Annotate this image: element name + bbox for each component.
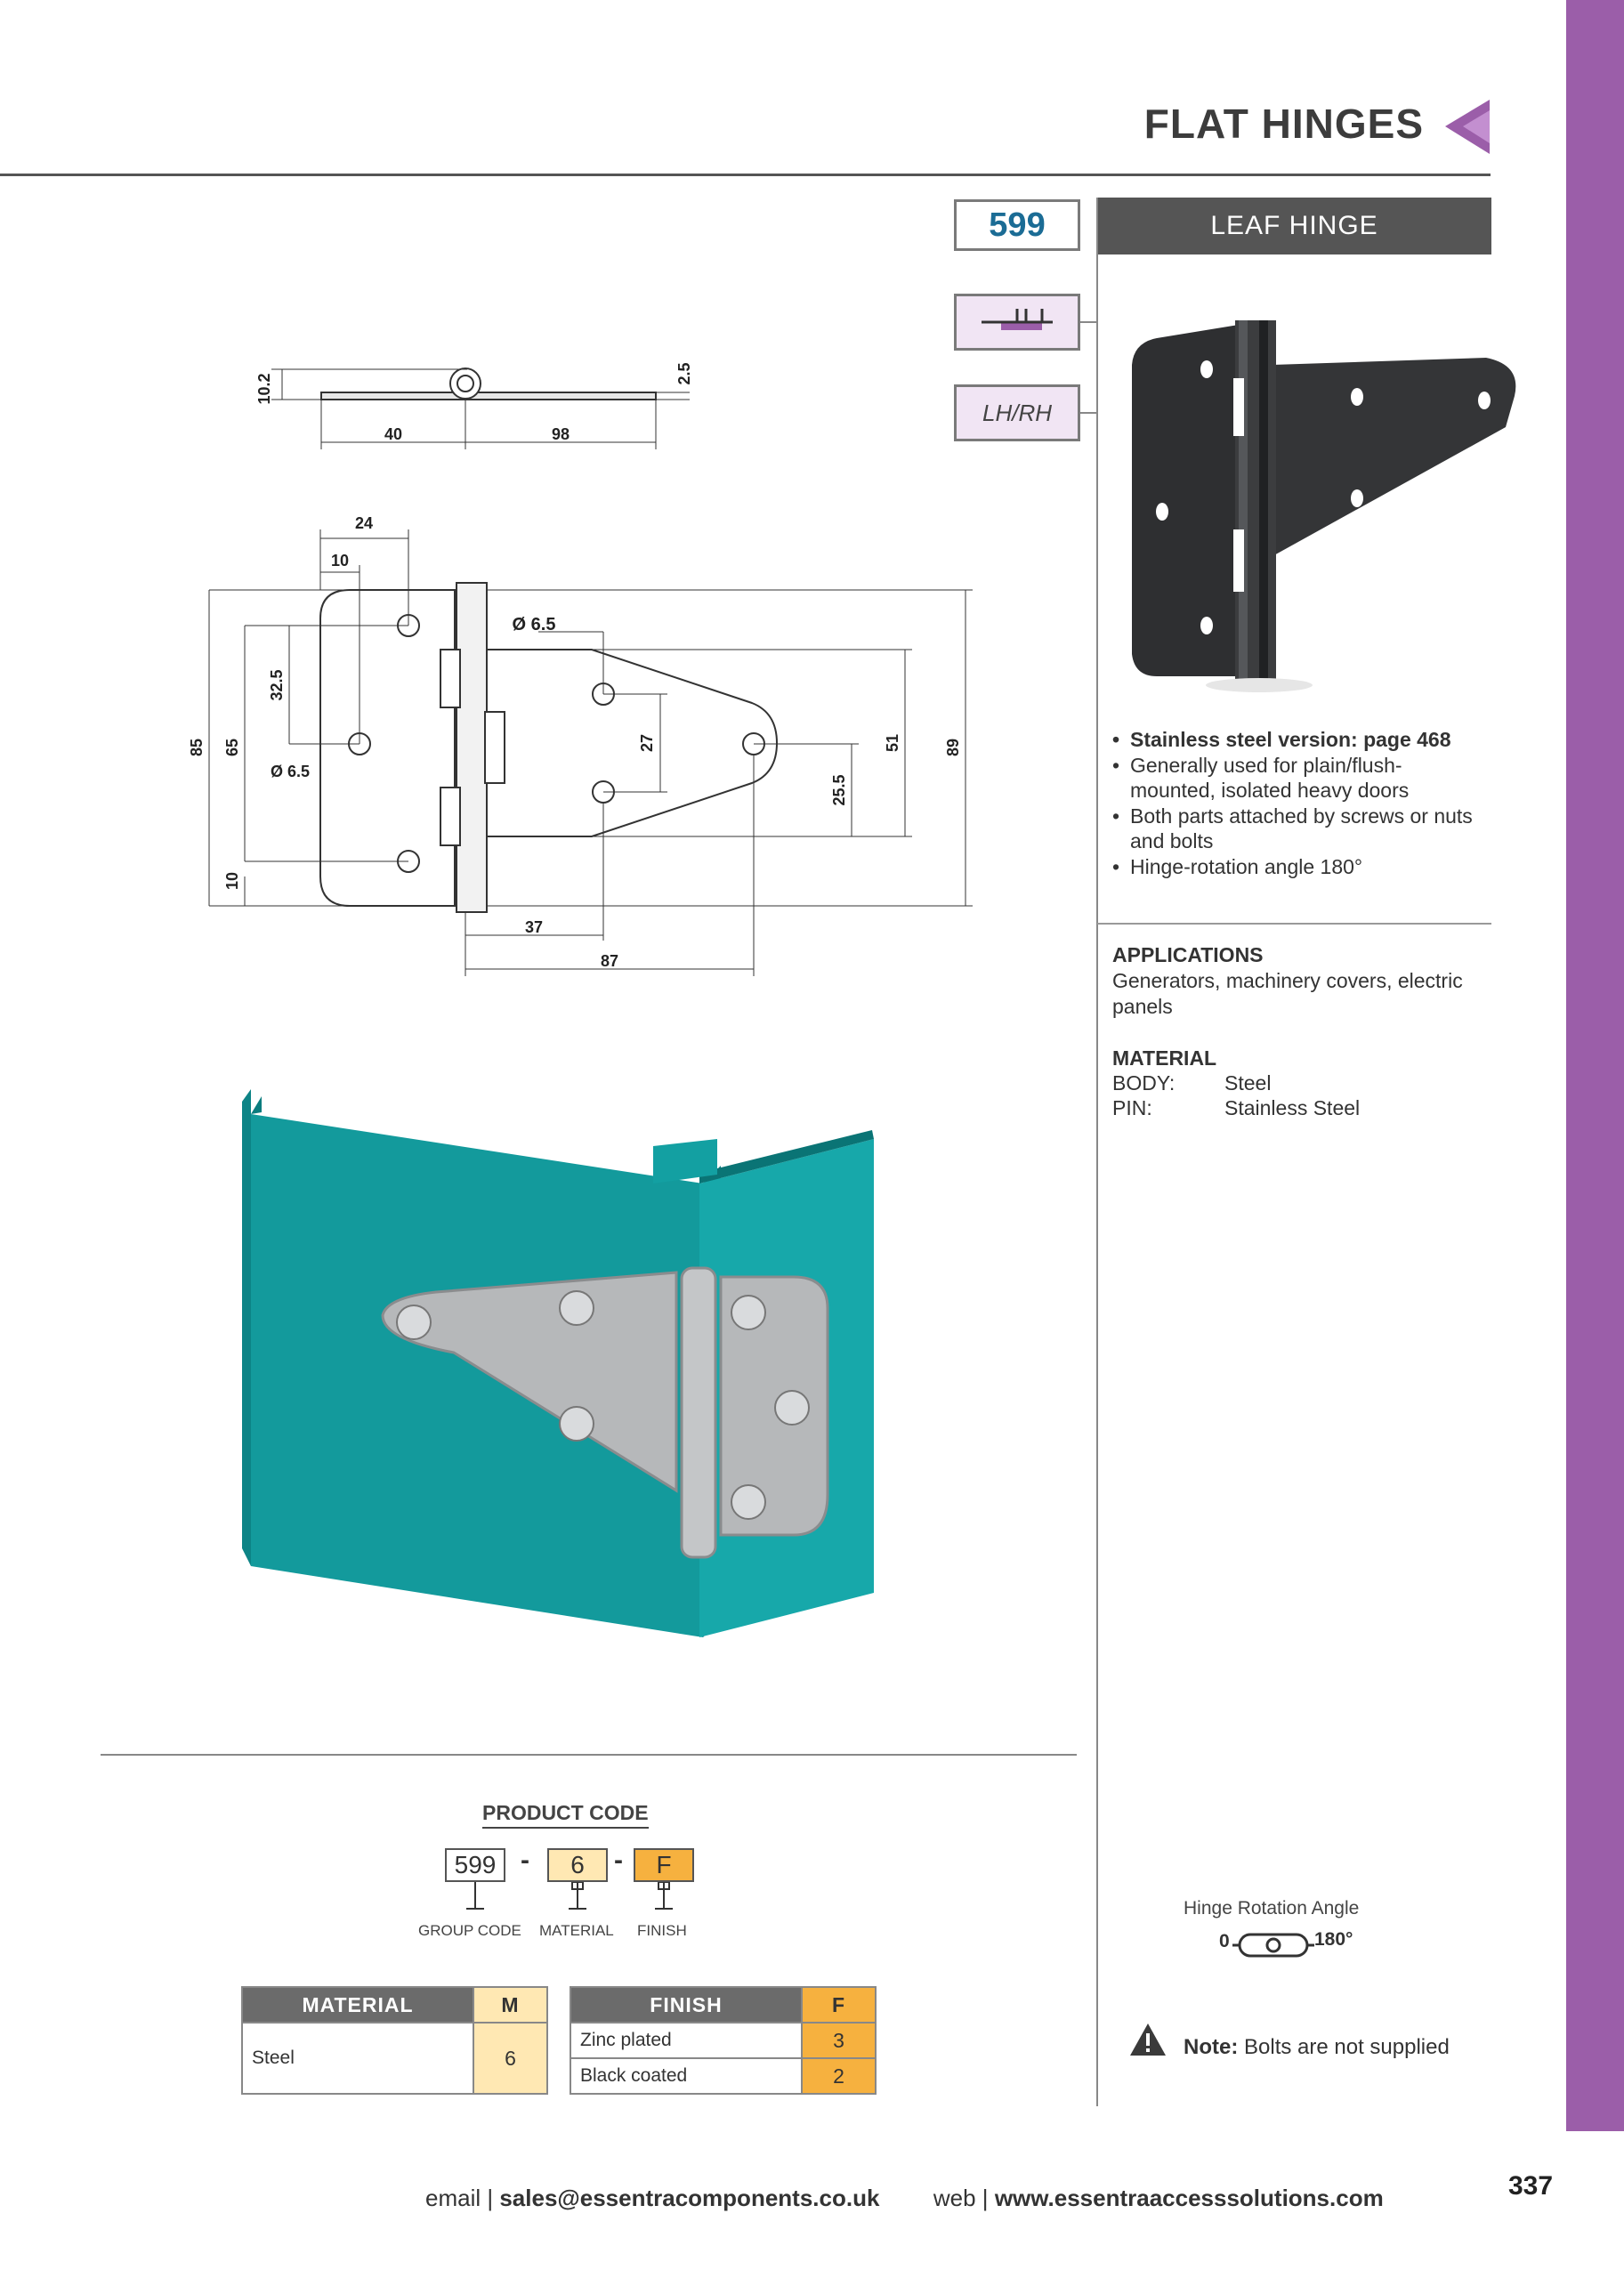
note: Note: Bolts are not supplied	[1184, 2035, 1450, 2060]
product-type-bar: LEAF HINGE	[1097, 198, 1491, 254]
dim-side-thickness: 10.2	[255, 373, 273, 404]
material-table: MATERIAL M Steel 6	[241, 1986, 548, 2095]
group-code-box: 599	[445, 1848, 505, 1882]
rotation-diagram-icon	[1232, 1933, 1314, 1958]
footer: email | sales@essentracomponents.co.uk w…	[425, 2185, 1384, 2212]
dim-32-5: 32.5	[268, 669, 286, 700]
dim-65: 65	[223, 739, 241, 756]
dim-leaf-thickness: 2.5	[675, 362, 693, 384]
finish-table: FINISH F Zinc plated 3 Black coated 2	[570, 1986, 877, 2095]
email-label: email |	[425, 2185, 494, 2211]
feature-item: Stainless steel version: page 468	[1111, 727, 1484, 753]
email-link[interactable]: sales@essentracomponents.co.uk	[499, 2185, 880, 2211]
material-code-label: MATERIAL	[539, 1922, 614, 1939]
dim-10-top: 10	[331, 552, 349, 570]
finish-table-header: FINISH	[570, 1986, 803, 2024]
applications-heading: APPLICATIONS	[1112, 943, 1264, 966]
divider	[1097, 923, 1491, 925]
feature-item: Hinge-rotation angle 180°	[1111, 854, 1484, 880]
note-text: Bolts are not supplied	[1244, 2035, 1450, 2059]
material-table-header: MATERIAL	[241, 1986, 474, 2024]
dim-side-left: 40	[384, 425, 402, 443]
dim-25-5: 25.5	[830, 774, 848, 805]
section-title: FLAT HINGES	[1143, 101, 1424, 147]
material-code-box: 6	[547, 1848, 608, 1882]
rotation-label: Hinge Rotation Angle	[1184, 1898, 1360, 1919]
feature-item: Both parts attached by screws or nuts an…	[1111, 804, 1484, 854]
warning-icon	[1130, 2024, 1166, 2056]
rotation-start: 0	[1219, 1931, 1230, 1951]
dim-37: 37	[525, 918, 543, 936]
header-rule	[0, 174, 1491, 176]
group-code-label: GROUP CODE	[418, 1922, 521, 1939]
page-tab	[1468, 2131, 1624, 2278]
web-link[interactable]: www.essentraaccesssolutions.com	[994, 2185, 1384, 2211]
material-table-code-header: M	[473, 1986, 548, 2024]
finish-row-name: Zinc plated	[570, 2022, 803, 2059]
page-number: 337	[1507, 2171, 1554, 2201]
web-label: web |	[933, 2185, 989, 2211]
finish-row-code: 2	[801, 2057, 877, 2095]
material-pin-label: PIN:	[1112, 1096, 1152, 1119]
material-body-value: Steel	[1224, 1071, 1272, 1095]
side-band	[1566, 0, 1624, 2278]
application-illustration	[242, 1089, 874, 1637]
arrow-left-icon	[1445, 100, 1490, 154]
code-separator: -	[614, 1846, 623, 1875]
dim-side-right: 98	[552, 425, 570, 443]
finish-code-box: F	[634, 1848, 694, 1882]
finish-table-code-header: F	[801, 1986, 877, 2024]
feature-list: Stainless steel version: page 468 Genera…	[1111, 727, 1484, 879]
note-label: Note:	[1184, 2035, 1239, 2059]
code-separator: -	[521, 1846, 529, 1875]
dim-51: 51	[884, 734, 901, 752]
dim-24: 24	[355, 514, 373, 532]
dim-hole-large: Ø 6.5	[513, 615, 556, 634]
dim-85: 85	[188, 739, 206, 756]
rotation-end: 180°	[1314, 1929, 1353, 1950]
product-code-badge: 599	[954, 199, 1080, 251]
finish-code-label: FINISH	[637, 1922, 687, 1939]
column-divider	[1096, 198, 1098, 2106]
technical-drawing: 10.2 2.5 40 98 24 10 Ø 6.5 Ø 6.5 85 65 3…	[188, 362, 973, 976]
code-connectors	[466, 1882, 673, 1910]
applications-text: Generators, machinery covers, electric p…	[1112, 969, 1463, 1018]
product-photo	[1132, 320, 1516, 692]
material-pin-value: Stainless Steel	[1224, 1096, 1361, 1119]
dim-89: 89	[944, 739, 962, 756]
connector-line	[1080, 412, 1098, 414]
divider	[101, 1754, 1077, 1756]
material-heading: MATERIAL	[1112, 1046, 1217, 1070]
finish-row-code: 3	[801, 2022, 877, 2059]
material-row-code: 6	[473, 2022, 548, 2095]
dim-10-left: 10	[223, 872, 241, 890]
product-code-title: PRODUCT CODE	[482, 1801, 649, 1829]
handing-badge: LH/RH	[954, 384, 1080, 441]
dim-hole-small: Ø 6.5	[271, 763, 310, 780]
dim-27: 27	[638, 734, 656, 752]
mounting-profile-icon	[954, 294, 1080, 351]
finish-row-name: Black coated	[570, 2057, 803, 2095]
material-body-label: BODY:	[1112, 1071, 1176, 1095]
feature-item: Generally used for plain/flush-mounted, …	[1111, 753, 1484, 804]
material-row-name: Steel	[241, 2022, 474, 2095]
connector-line	[1080, 321, 1098, 323]
dim-87: 87	[601, 952, 618, 970]
